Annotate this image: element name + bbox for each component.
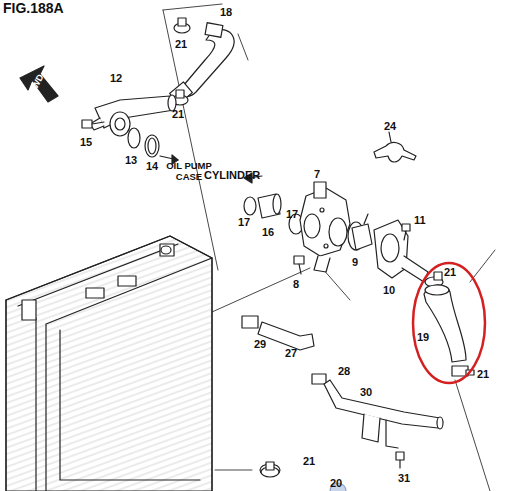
callout-number: 9: [352, 256, 358, 268]
callout-number: 15: [80, 136, 92, 148]
callout-number: 21: [303, 455, 315, 467]
callout-number: 21: [477, 368, 489, 380]
hose-clamp: [261, 462, 279, 477]
bypass-hose: [242, 316, 326, 384]
callout-number: 19: [417, 331, 429, 343]
thermostat: [348, 214, 372, 250]
callout-number: 28: [338, 365, 350, 377]
thermostat-housing: [300, 182, 350, 272]
water-pipe: [324, 380, 443, 448]
bolt: [396, 452, 404, 468]
callout-number: 14: [146, 160, 158, 172]
callout-number: 20: [330, 477, 342, 489]
callout-number: 16: [262, 226, 274, 238]
callout-number: 21: [444, 266, 456, 278]
hose-clamp: [172, 18, 190, 105]
callout-number: 12: [110, 72, 122, 84]
callout-number: 10: [383, 284, 395, 296]
callout-number: 7: [314, 168, 320, 180]
callout-number: CYLINDER: [204, 169, 260, 181]
callout-number: 31: [398, 472, 410, 484]
callout-number: 21: [175, 38, 187, 50]
bolt: [402, 224, 410, 240]
callout-number: 27: [285, 347, 297, 359]
callout-number: 29: [254, 338, 266, 350]
thermostat-cap: [374, 220, 428, 282]
figure-title: FIG.188A: [3, 2, 64, 14]
callout-number: 17: [286, 208, 298, 220]
highlight-circle: [413, 263, 485, 383]
callout-number: 11: [414, 214, 426, 226]
callout-number: 13: [125, 154, 137, 166]
radiator: [6, 236, 280, 491]
callout-number: 21: [172, 108, 184, 120]
callout-number: 8: [293, 278, 299, 290]
clamp-bracket: [374, 132, 416, 162]
upper-hose: [170, 23, 234, 104]
bolt: [294, 256, 304, 274]
callout-number: 17: [238, 216, 250, 228]
leader-lines: [163, 4, 495, 491]
callout-number: 24: [384, 120, 396, 132]
callout-number: 18: [220, 6, 232, 18]
bolt: [82, 120, 104, 128]
callout-number: 30: [360, 386, 372, 398]
fwd-arrow: [20, 66, 58, 102]
radiator-hose: [424, 285, 474, 376]
water-pipe: [90, 95, 176, 136]
